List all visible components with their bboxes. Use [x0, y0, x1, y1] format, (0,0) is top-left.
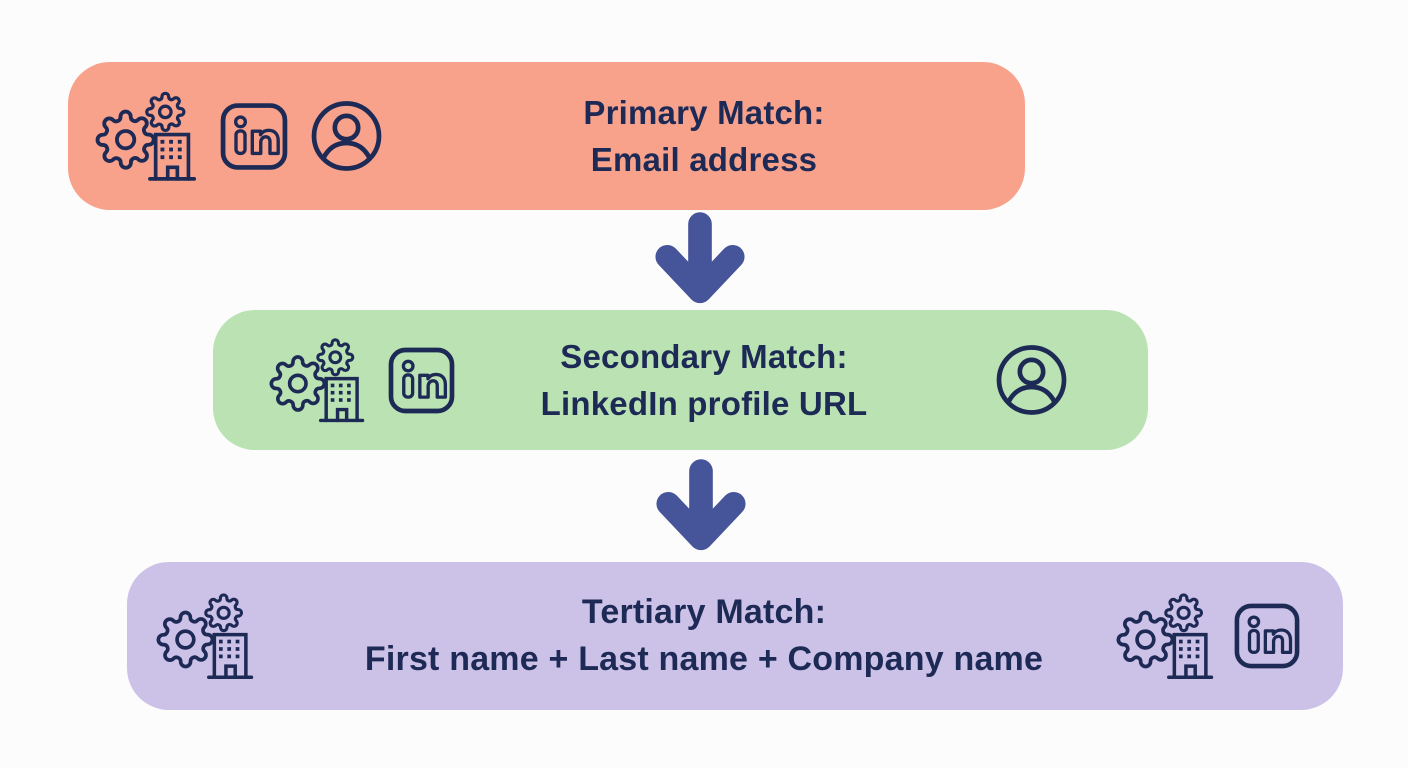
gears-building-icon — [95, 91, 197, 181]
tertiary-match-label: Tertiary Match: — [581, 593, 827, 631]
secondary-match-box: Secondary Match: LinkedIn profile URL — [213, 310, 1148, 450]
person-profile-icon — [311, 101, 382, 171]
secondary-right-icons — [993, 342, 1070, 419]
primary-left-icons — [94, 90, 385, 183]
gears-building-icon — [1116, 593, 1214, 680]
tertiary-match-box: Tertiary Match: First name + Last name +… — [127, 562, 1343, 710]
primary-match-label: Primary Match: — [583, 94, 825, 131]
primary-match-box: Primary Match: Email address — [68, 62, 1025, 210]
tertiary-match-title: Tertiary Match: First name + Last name +… — [365, 589, 1043, 683]
tertiary-match-criterion: First name + Last name + Company name — [364, 640, 1044, 678]
linkedin-icon — [1234, 603, 1300, 669]
down-arrow-icon — [650, 211, 750, 308]
tertiary-left-icons — [155, 591, 257, 681]
down-arrow-icon — [651, 458, 751, 555]
secondary-match-title: Secondary Match: LinkedIn profile URL — [541, 333, 868, 427]
primary-match-title: Primary Match: Email address — [583, 89, 824, 183]
linkedin-icon — [220, 102, 288, 170]
primary-match-criterion: Email address — [590, 141, 818, 178]
linkedin-icon — [388, 347, 455, 413]
secondary-match-label: Secondary Match: — [560, 338, 848, 375]
person-profile-icon — [996, 345, 1067, 415]
gears-building-icon — [269, 338, 365, 423]
secondary-match-criterion: LinkedIn profile URL — [540, 385, 868, 422]
tertiary-right-icons — [1115, 591, 1302, 681]
secondary-left-icons — [268, 336, 457, 424]
gears-building-icon — [156, 593, 254, 680]
